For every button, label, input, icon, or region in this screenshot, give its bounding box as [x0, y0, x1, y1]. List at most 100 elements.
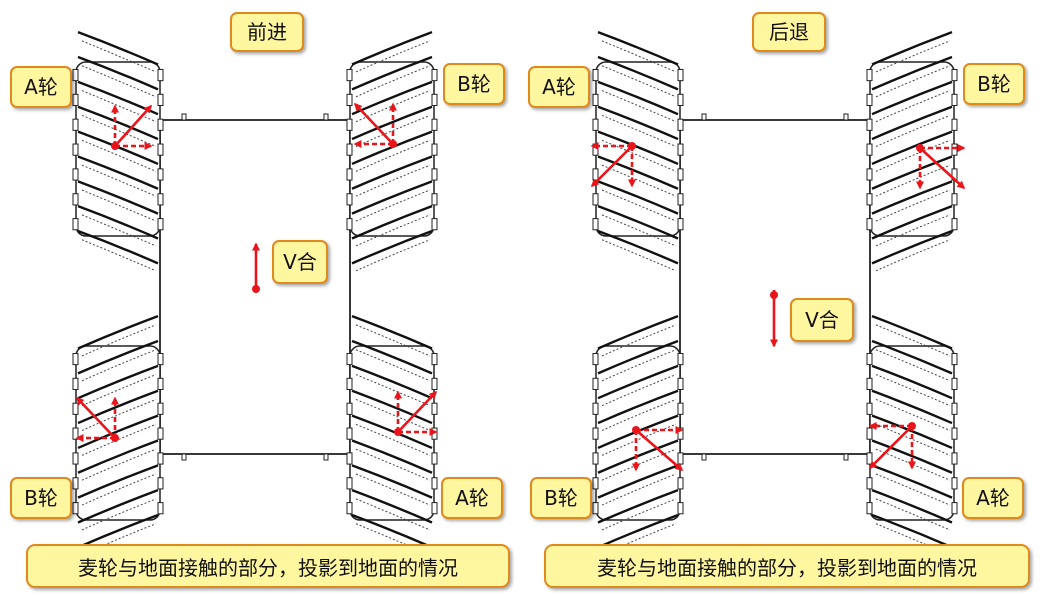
- wheel-roller: [77, 339, 159, 375]
- roller-force-arrow: [397, 390, 438, 433]
- wheel-tooth: [677, 377, 684, 391]
- mecanum-wheel: [866, 31, 958, 272]
- wheel-tooth: [866, 168, 873, 181]
- wheel-roller-edge: [875, 398, 951, 431]
- wheel-roller-edge: [81, 448, 157, 481]
- wheel-tooth: [677, 68, 684, 82]
- resultant-velocity-label: V合: [272, 240, 328, 284]
- wheel-roller: [351, 205, 433, 240]
- roller-force-arrow: [114, 104, 153, 147]
- chassis-tab: [181, 453, 187, 461]
- wheel-roller: [351, 489, 433, 524]
- wheel-roller-edge: [81, 374, 157, 407]
- wheel-roller: [351, 339, 433, 375]
- wheel-tooth: [866, 193, 873, 206]
- wheel-roller-edge: [601, 214, 677, 247]
- wheel-roller-edge: [355, 214, 431, 247]
- wheel-roller-edge: [81, 498, 157, 531]
- wheel-roller-edge: [355, 139, 431, 172]
- wheel-roller-edge: [81, 398, 157, 431]
- wheel-roller: [871, 180, 953, 215]
- wheel-roller-edge: [355, 398, 431, 431]
- wheel-roller: [871, 464, 953, 499]
- wheel-tooth: [157, 143, 164, 156]
- wheel-tooth: [346, 168, 353, 181]
- wheel-tooth: [951, 477, 958, 490]
- wheel-roller-edge: [601, 90, 677, 123]
- wheel-tooth: [951, 93, 958, 106]
- wheel-tooth: [592, 452, 599, 465]
- wheel-roller: [871, 439, 953, 474]
- wheel-tooth: [72, 402, 79, 415]
- wheel-label-top-left: A轮: [528, 66, 590, 108]
- wheel-tooth: [157, 218, 164, 231]
- wheel-roller-edge: [355, 448, 431, 481]
- wheel-tooth: [431, 477, 438, 490]
- wheel-tooth: [866, 68, 873, 82]
- wheel-tooth: [346, 502, 353, 515]
- roller-force-arrow: [353, 102, 394, 145]
- wheel-roller: [77, 31, 159, 66]
- wheel-roller: [351, 464, 433, 499]
- wheel-tooth: [157, 193, 164, 206]
- wheel-roller-edge: [875, 139, 951, 172]
- wheel-roller-edge: [81, 164, 157, 197]
- wheel-tooth: [592, 502, 599, 515]
- wheel-tooth: [157, 68, 164, 82]
- wheel-tooth: [157, 118, 164, 131]
- wheel-tooth: [72, 143, 79, 156]
- wheel-roller: [351, 414, 433, 450]
- backward-panel: 后退 A轮 B轮 B轮 A轮 V合 麦轮与地面接触的部分，投影到地面的情况: [524, 0, 1048, 597]
- wheel-tooth: [592, 352, 599, 366]
- wheel-tooth: [677, 452, 684, 465]
- wheel-tooth: [951, 427, 958, 440]
- wheel-tooth: [866, 402, 873, 415]
- wheel-tooth: [677, 218, 684, 231]
- wheel-tooth: [951, 402, 958, 415]
- wheel-tooth: [157, 402, 164, 415]
- wheel-roller: [871, 205, 953, 240]
- chassis-tab: [843, 453, 849, 461]
- wheel-roller-edge: [875, 239, 951, 272]
- wheel-roller: [597, 339, 679, 375]
- wheel-tooth: [431, 168, 438, 181]
- forward-diagram: [72, 31, 438, 556]
- wheel-label-top-right: B轮: [963, 63, 1025, 105]
- wheel-roller-edge: [601, 349, 677, 382]
- roller-force-arrow: [75, 396, 116, 439]
- chassis: [679, 113, 871, 461]
- wheel-tooth: [677, 352, 684, 366]
- roller-force-arrow: [868, 425, 913, 470]
- chassis-body: [679, 119, 871, 455]
- wheel-tooth: [72, 118, 79, 131]
- wheel-roller-edge: [355, 114, 431, 147]
- wheel-roller: [351, 439, 433, 474]
- wheel-tooth: [431, 402, 438, 415]
- wheel-roller: [597, 205, 679, 240]
- wheel-tooth: [346, 118, 353, 131]
- resultant-velocity-label: V合: [790, 298, 854, 342]
- wheel-roller: [597, 180, 679, 215]
- mecanum-wheel: [346, 315, 438, 556]
- wheel-tooth: [677, 477, 684, 490]
- wheel-tooth: [157, 168, 164, 181]
- wheel-roller: [351, 364, 433, 400]
- wheel-roller: [597, 489, 679, 524]
- wheel-roller: [597, 315, 679, 350]
- wheel-roller-edge: [355, 40, 431, 73]
- wheel-tooth: [72, 377, 79, 391]
- wheel-roller-edge: [875, 65, 951, 98]
- chassis-tab: [701, 113, 707, 121]
- wheel-roller: [351, 389, 433, 425]
- wheel-tooth: [592, 168, 599, 181]
- wheel-roller-edge: [81, 473, 157, 506]
- wheel-tooth: [431, 143, 438, 156]
- wheel-roller: [597, 364, 679, 400]
- wheel-tooth: [677, 193, 684, 206]
- wheel-label-top-right: B轮: [443, 63, 505, 105]
- wheel-roller: [77, 229, 159, 265]
- wheel-tooth: [346, 377, 353, 391]
- wheel-tooth: [346, 143, 353, 156]
- wheel-tooth: [592, 193, 599, 206]
- wheel-tooth: [951, 118, 958, 131]
